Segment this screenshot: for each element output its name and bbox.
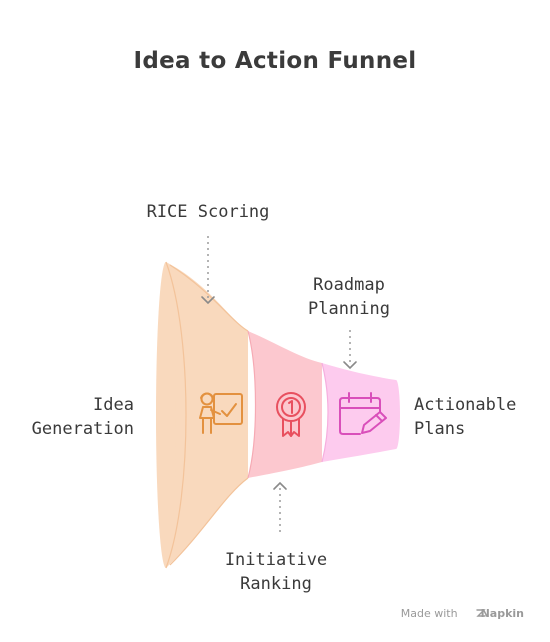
roadmap-planning-connector — [343, 330, 357, 370]
rice-scoring-connector — [201, 236, 215, 305]
label-idea-generation: Idea Generation — [31, 395, 134, 439]
label-roadmap-planning: Roadmap Planning — [308, 275, 390, 319]
funnel-segment-initiative-ranking — [248, 331, 322, 478]
calendar-pencil-icon — [339, 392, 387, 435]
first-place-ribbon-icon — [276, 392, 306, 437]
funnel-mouth — [156, 262, 176, 568]
made-with-napkin-footer[interactable]: Made with Napkin — [401, 607, 524, 620]
initiative-ranking-connector — [273, 481, 287, 534]
footer-brand: Napkin — [480, 607, 524, 620]
label-rice-scoring: RICE Scoring — [146, 202, 270, 222]
footer-prefix: Made with — [400, 607, 458, 620]
funnel-segment-idea-generation — [166, 262, 248, 568]
diagram-title: Idea to Action Funnel — [133, 48, 417, 74]
napkin-logo-icon — [476, 609, 486, 617]
funnel-segment-roadmap-planning — [322, 363, 396, 462]
funnel-spout — [392, 380, 400, 449]
label-initiative-ranking: Initiative Ranking — [224, 550, 328, 594]
presenter-checklist-icon — [199, 392, 243, 434]
label-actionable-plans: Actionable Plans — [414, 395, 517, 439]
